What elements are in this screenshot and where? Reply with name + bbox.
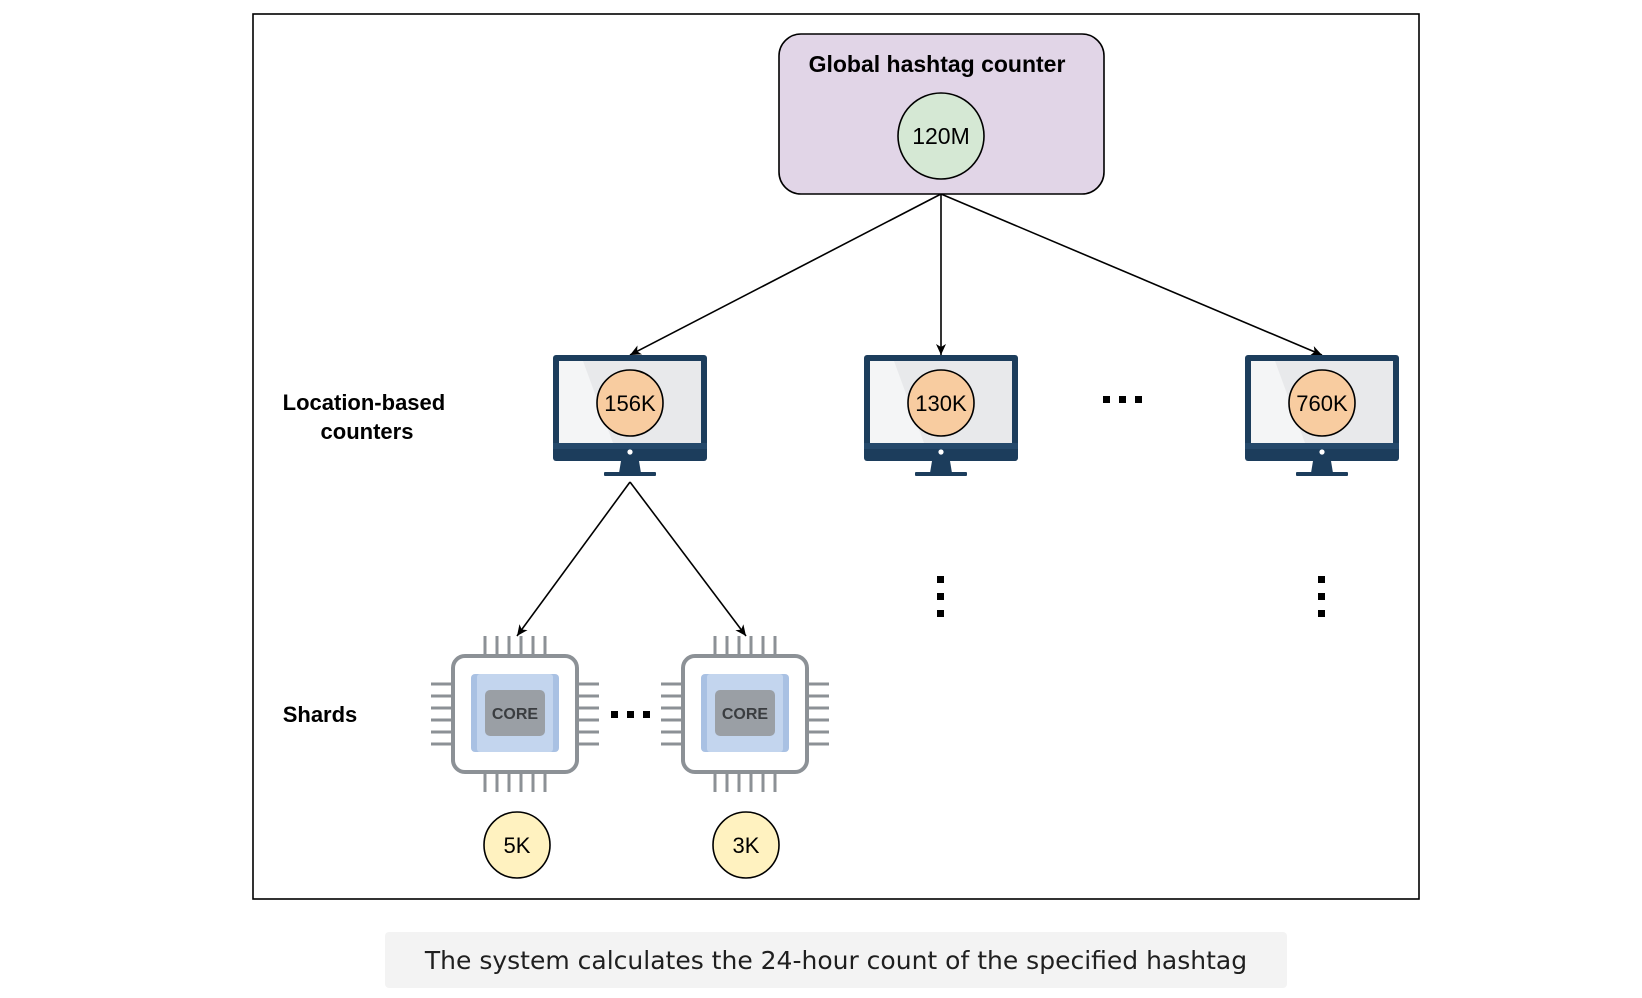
location-counter-value: 130K — [915, 391, 967, 416]
caption-text: The system calculates the 24-hour count … — [424, 945, 1248, 975]
chip-core-label: CORE — [492, 706, 539, 723]
global-counter-value: 120M — [912, 123, 970, 149]
location-counter-3: 760K — [1245, 355, 1399, 476]
shards-label: Shards — [283, 702, 358, 727]
edge-global-to-loc3 — [940, 193, 1323, 356]
shard-1: CORE 5K — [429, 634, 601, 879]
location-counter-circle — [596, 369, 664, 437]
ellipsis-vertical-1 — [937, 576, 944, 617]
global-counter-circle — [897, 92, 985, 180]
edge-loc1-to-shard2 — [629, 481, 747, 637]
location-counter-circle — [907, 369, 975, 437]
location-counter-circle — [1288, 369, 1356, 437]
shard-counter-circle — [712, 811, 780, 879]
location-counter-value: 156K — [604, 391, 656, 416]
location-counter-value: 760K — [1296, 391, 1348, 416]
shard-counter-circle — [483, 811, 551, 879]
location-counter-2: 130K — [864, 355, 1018, 476]
shard-counter-value: 5K — [504, 833, 531, 858]
global-hashtag-counter: Global hashtag counter 120M — [778, 33, 1105, 195]
ellipsis-vertical-2 — [1318, 576, 1325, 617]
caption-box: The system calculates the 24-hour count … — [385, 932, 1287, 988]
location-counters-label: Location-based counters — [283, 390, 452, 444]
diagram-frame — [252, 13, 1420, 900]
chip-core-label: CORE — [722, 706, 769, 723]
global-counter-title: Global hashtag counter — [809, 51, 1066, 77]
edge-global-to-loc1 — [629, 193, 942, 356]
ellipsis-horizontal-shards — [611, 711, 650, 718]
shard-counter-value: 3K — [733, 833, 760, 858]
location-counter-1: 156K — [553, 355, 707, 476]
edge-loc1-to-shard1 — [516, 481, 631, 637]
ellipsis-horizontal-monitors — [1103, 396, 1142, 403]
edges — [516, 193, 1323, 637]
shard-2: CORE 3K — [659, 634, 831, 879]
